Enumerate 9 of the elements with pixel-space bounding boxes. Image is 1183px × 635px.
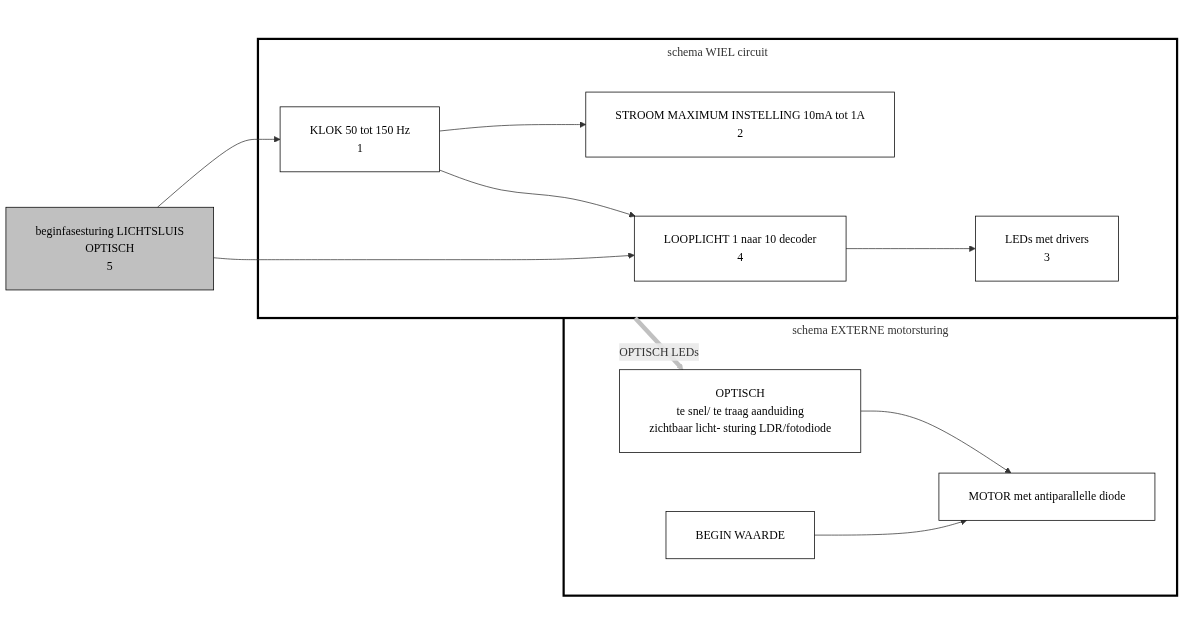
node-box: LOOPLICHT 1 naar 10 decoder 4 — [633, 215, 847, 282]
node-box: KLOK 50 tot 150 Hz 1 — [279, 106, 440, 173]
node-box: BEGIN WAARDE — [665, 511, 815, 560]
node-box: OPTISCH te snel/ te traag aanduiding zichtbaar licht- sturing LDR/fotodiode — [619, 369, 862, 453]
node-box: LEDs met drivers 3 — [975, 215, 1119, 282]
edge-label: OPTISCH LEDs — [619, 345, 699, 359]
node-box: beginfasesturing LICHTSLUIS OPTISCH 5 — [5, 207, 214, 291]
node-box: MOTOR met antiparallelle diode — [938, 472, 1156, 521]
node-box: STROOM MAXIMUM INSTELLING 10mA tot 1A 2 — [585, 91, 895, 158]
